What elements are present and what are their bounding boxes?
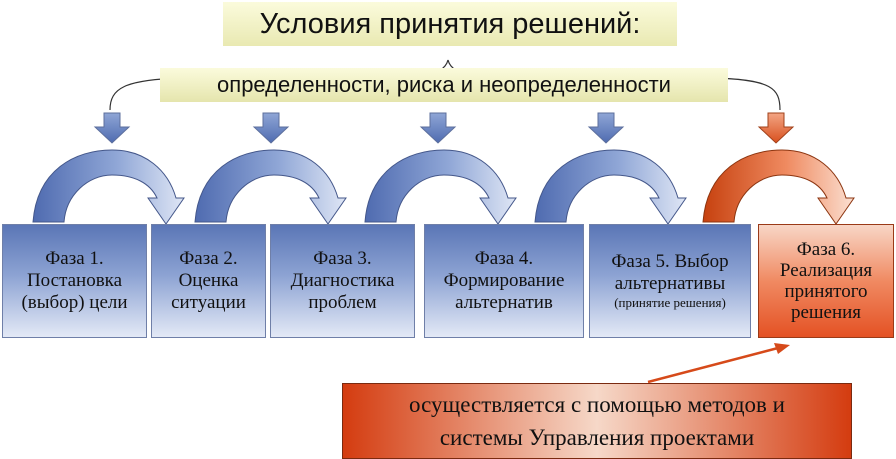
phase-1-line-2: Постановка bbox=[26, 270, 123, 291]
curved-arrow-2-3 bbox=[194, 149, 347, 225]
phase-1-box: Фаза 1. Постановка (выбор) цели bbox=[2, 224, 147, 338]
phase-6-line-1: Фаза 6. bbox=[796, 239, 856, 260]
pointer-arrowhead bbox=[774, 343, 790, 354]
pointer-line bbox=[647, 346, 779, 384]
phase-3-line-3: проблем bbox=[308, 292, 377, 313]
subtitle: определенности, риска и неопределенности bbox=[160, 68, 728, 102]
phase-4-box: Фаза 4. Формирование альтернатив bbox=[424, 224, 584, 338]
phase-4-line-3: альтернатив bbox=[455, 292, 553, 313]
note-box: осуществляется с помощью методов и систе… bbox=[342, 383, 852, 459]
down-arrow-5 bbox=[757, 112, 795, 144]
phase-6-box: Фаза 6. Реализация принятого решения bbox=[758, 224, 894, 338]
curved-arrow-3-4 bbox=[364, 149, 517, 225]
curved-arrow-4-5 bbox=[534, 149, 687, 225]
phase-5-line-1: Фаза 5. Выбор bbox=[611, 251, 729, 272]
phase-4-line-2: Формирование bbox=[443, 270, 565, 291]
phase-2-line-3: ситуации bbox=[171, 292, 246, 313]
down-arrow-4 bbox=[587, 112, 625, 144]
down-arrow-3 bbox=[419, 112, 457, 144]
brace bbox=[109, 59, 781, 111]
phase-5-note: (принятие решения) bbox=[614, 295, 726, 310]
phase-3-box: Фаза 3. Диагностика проблем bbox=[270, 224, 415, 338]
phase-6-line-3: принятого bbox=[784, 281, 868, 302]
phase-1-line-3: (выбор) цели bbox=[21, 292, 128, 313]
phase-6-line-4: решения bbox=[790, 302, 862, 323]
down-arrow-1 bbox=[93, 112, 131, 144]
phase-1-line-1: Фаза 1. bbox=[45, 248, 104, 269]
phase-5-line-2: альтернативы bbox=[614, 273, 726, 294]
phase-4-line-1: Фаза 4. bbox=[474, 248, 534, 269]
page-title: Условия принятия решений: bbox=[223, 2, 677, 46]
phase-2-box: Фаза 2. Оценка ситуации bbox=[151, 224, 266, 338]
note-line-2: системы Управления проектами bbox=[439, 425, 755, 450]
phase-2-line-1: Фаза 2. bbox=[179, 248, 238, 269]
phase-2-line-2: Оценка bbox=[178, 270, 239, 291]
curved-arrow-5-6 bbox=[702, 149, 855, 225]
phase-6-line-2: Реализация bbox=[779, 260, 873, 281]
phase-3-line-2: Диагностика bbox=[290, 270, 395, 291]
down-arrow-2 bbox=[252, 112, 290, 144]
curved-arrow-1-2 bbox=[32, 149, 185, 225]
note-line-1: осуществляется с помощью методов и bbox=[409, 392, 785, 417]
phase-5-box: Фаза 5. Выбор альтернативы (принятие реш… bbox=[589, 224, 751, 338]
phase-3-line-1: Фаза 3. bbox=[313, 248, 372, 269]
